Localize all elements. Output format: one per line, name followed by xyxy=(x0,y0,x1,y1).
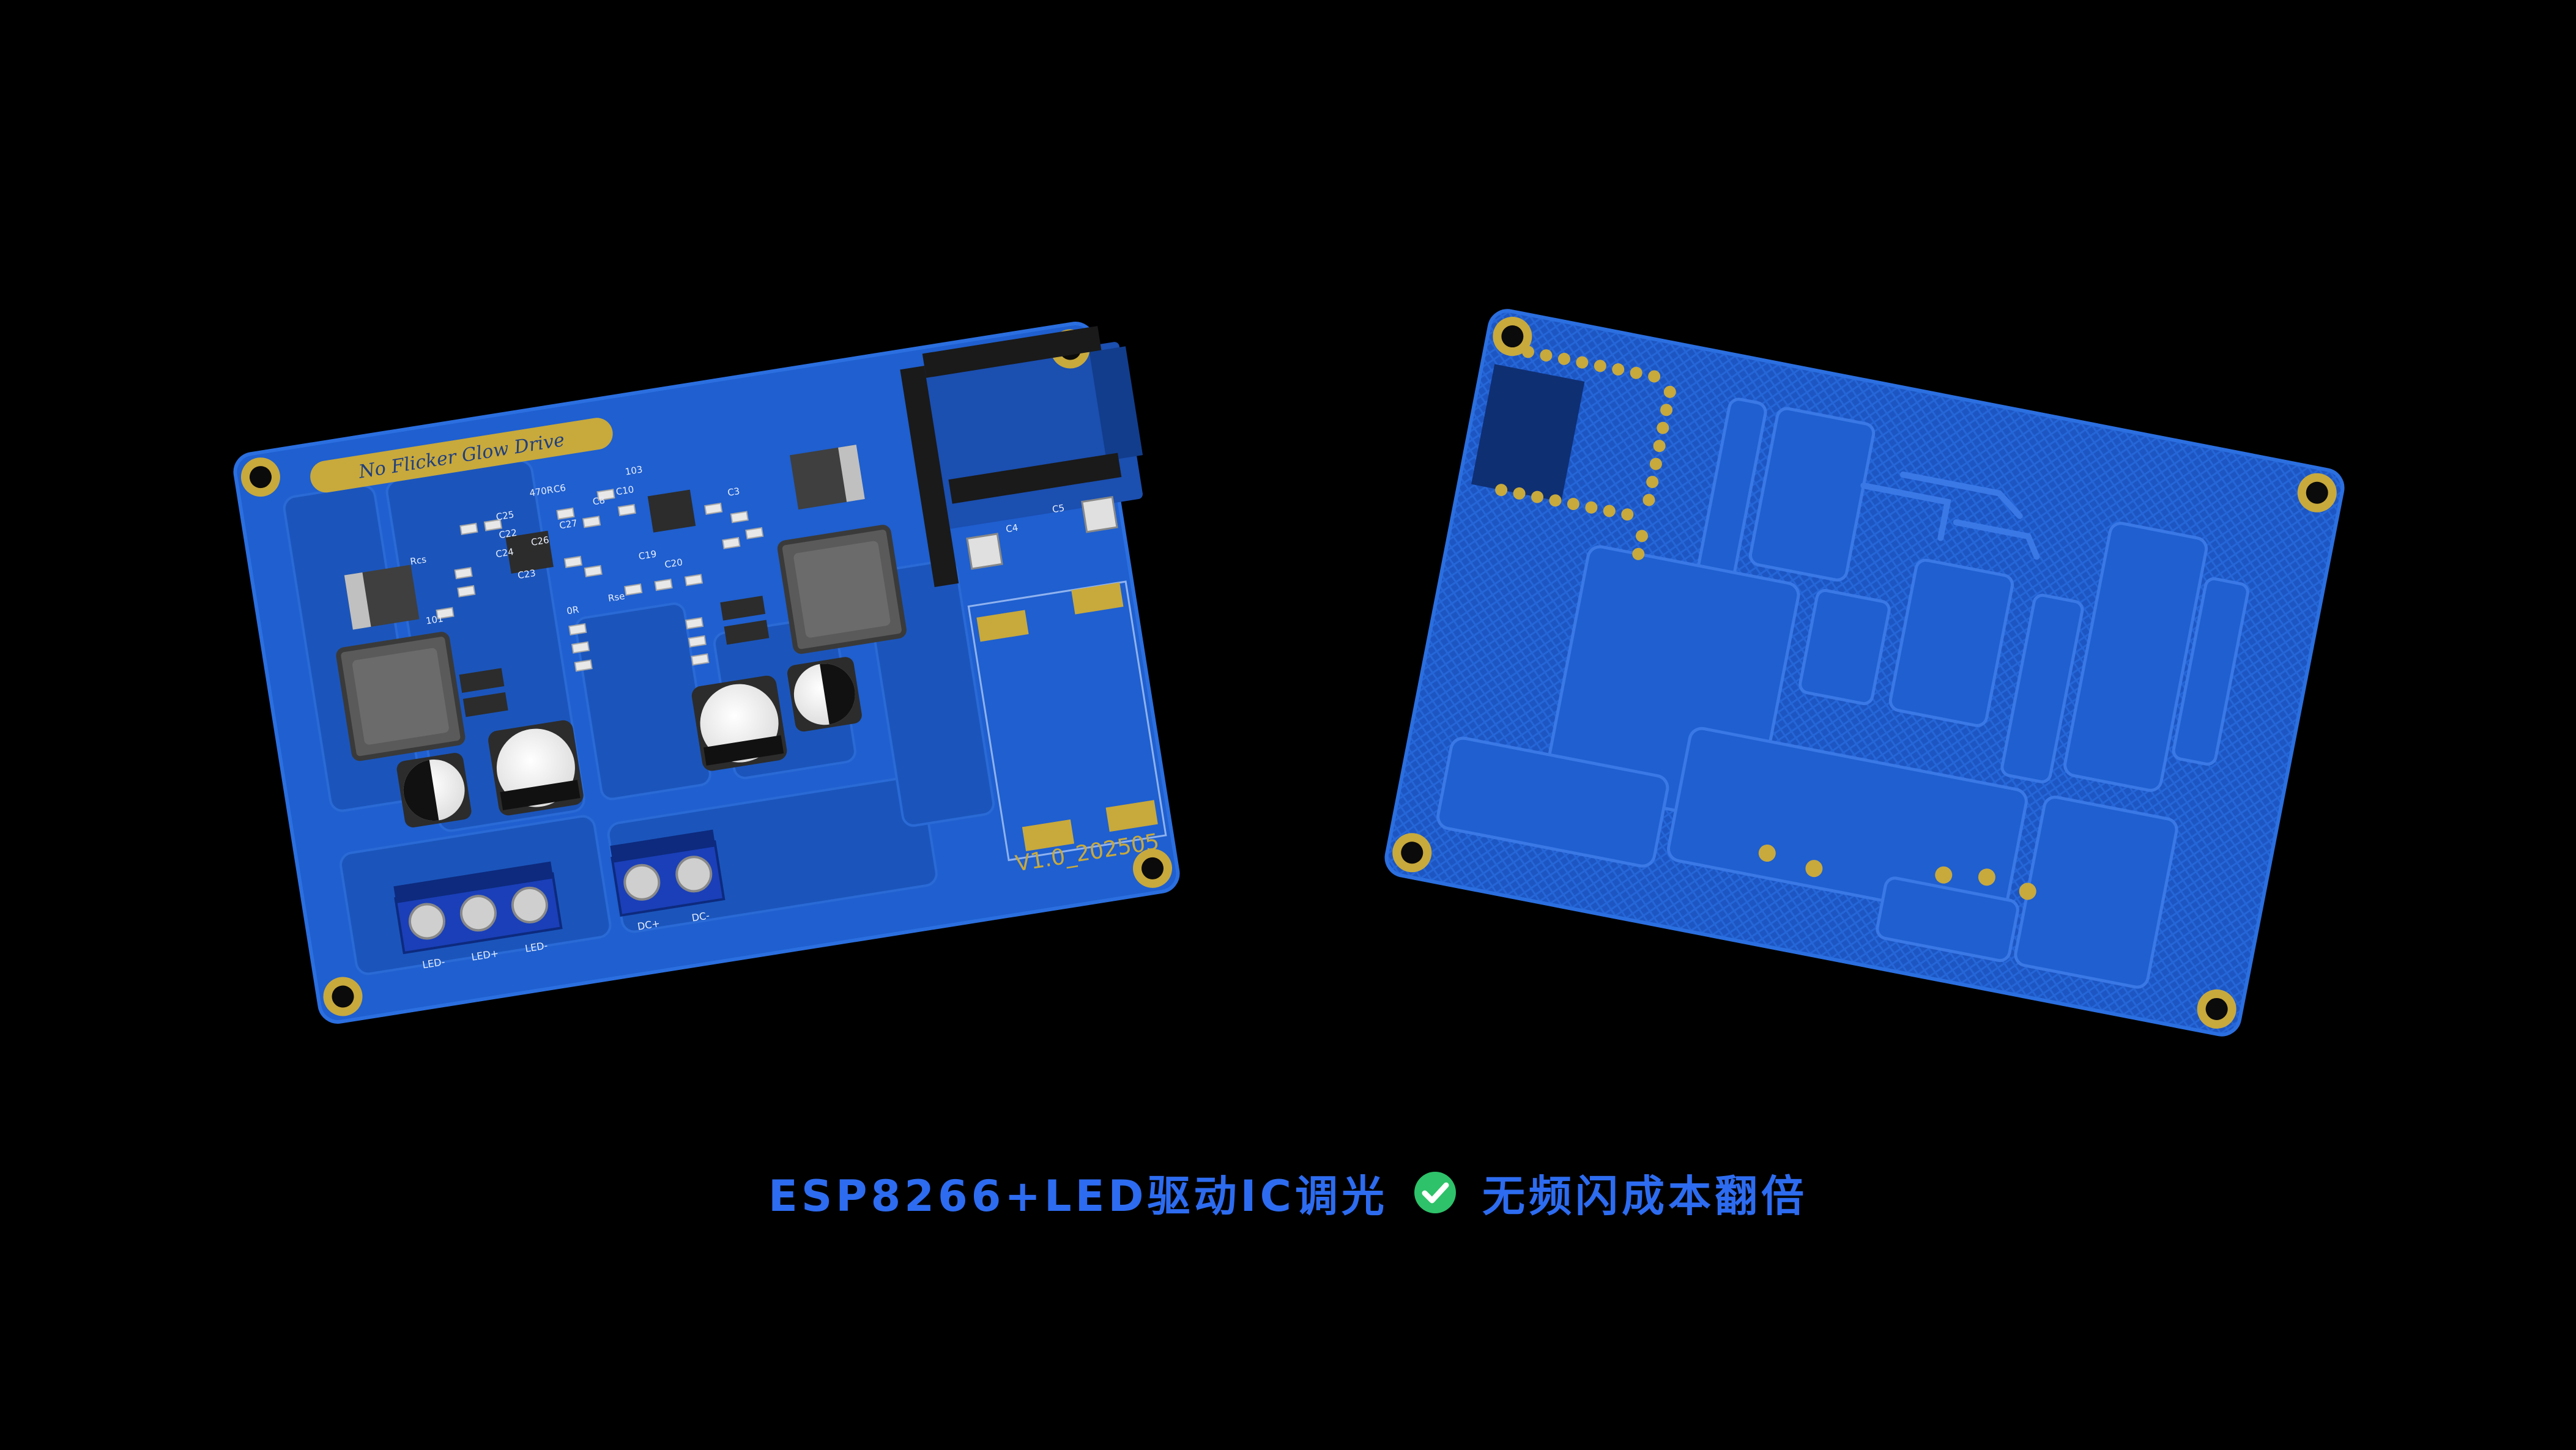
mount-hole xyxy=(323,977,363,1016)
mount-hole xyxy=(240,457,280,497)
caption-text-left: ESP8266+LED驱动IC调光 xyxy=(768,1171,1388,1221)
silk-label: C10 xyxy=(615,484,635,497)
terminal-led xyxy=(393,861,563,955)
silk-label: 101 xyxy=(425,613,444,626)
silk-label: 103 xyxy=(625,464,644,477)
mount-hole xyxy=(2197,989,2236,1029)
silk-label: C5 xyxy=(1052,502,1066,515)
header-pins xyxy=(1495,346,1676,560)
silk-label: 0R xyxy=(566,604,580,617)
mount-hole xyxy=(1493,317,1532,357)
terminal-dc xyxy=(610,829,726,917)
silk-label: 470R xyxy=(529,484,554,499)
capacitor xyxy=(691,675,787,771)
silk-label: C6 xyxy=(553,482,567,495)
silk-label: Rse xyxy=(607,590,626,604)
capacitor xyxy=(396,753,472,827)
mount-hole xyxy=(2297,473,2337,512)
silk-label: C3 xyxy=(727,486,741,498)
silk-label: C4 xyxy=(1005,522,1019,535)
silk-label: C27 xyxy=(559,517,578,531)
silk-label: C22 xyxy=(498,527,518,541)
caption-text-right: 无频闪成本翻倍 xyxy=(1482,1171,1808,1221)
silk-label: C24 xyxy=(495,546,514,560)
mount-hole xyxy=(1392,833,1432,873)
check-circle-icon xyxy=(1414,1172,1456,1213)
silk-label: C19 xyxy=(638,549,658,562)
silk-label: Rcs xyxy=(409,553,427,567)
capacitor xyxy=(488,720,584,816)
terminal-dc-label-2: DC- xyxy=(691,909,710,923)
silk-label: C23 xyxy=(517,568,536,581)
mount-hole xyxy=(1133,848,1173,888)
silk-label: C20 xyxy=(664,557,683,570)
capacitor xyxy=(787,657,862,732)
caption: ESP8266+LED驱动IC调光 无频闪成本翻倍 xyxy=(0,1159,2576,1226)
silk-label: C26 xyxy=(530,535,550,548)
back-pcb xyxy=(1384,309,2345,1037)
silk-label: C8 xyxy=(592,495,606,508)
silk-label: C25 xyxy=(496,509,515,522)
front-pcb: No Flicker Glow Drive xyxy=(233,322,1180,1024)
